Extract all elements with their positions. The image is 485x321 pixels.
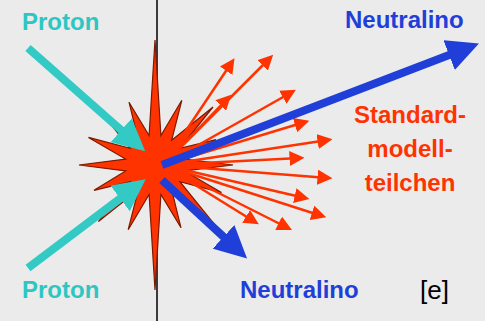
particle-label: Proton [22,276,99,304]
particle-label: Proton [22,8,99,36]
particle-group-label: Standard- modell- teilchen [340,98,480,200]
neutralino-arrow [162,180,240,252]
proton-arrow [28,185,138,268]
explosion-group [79,40,233,290]
particle-label: Neutralino [240,276,359,304]
source-marker: [e] [420,276,449,304]
explosion-star [79,40,233,290]
proton-arrow [28,48,138,145]
particle-arrow [163,165,305,198]
particle-label: Neutralino [345,6,464,34]
